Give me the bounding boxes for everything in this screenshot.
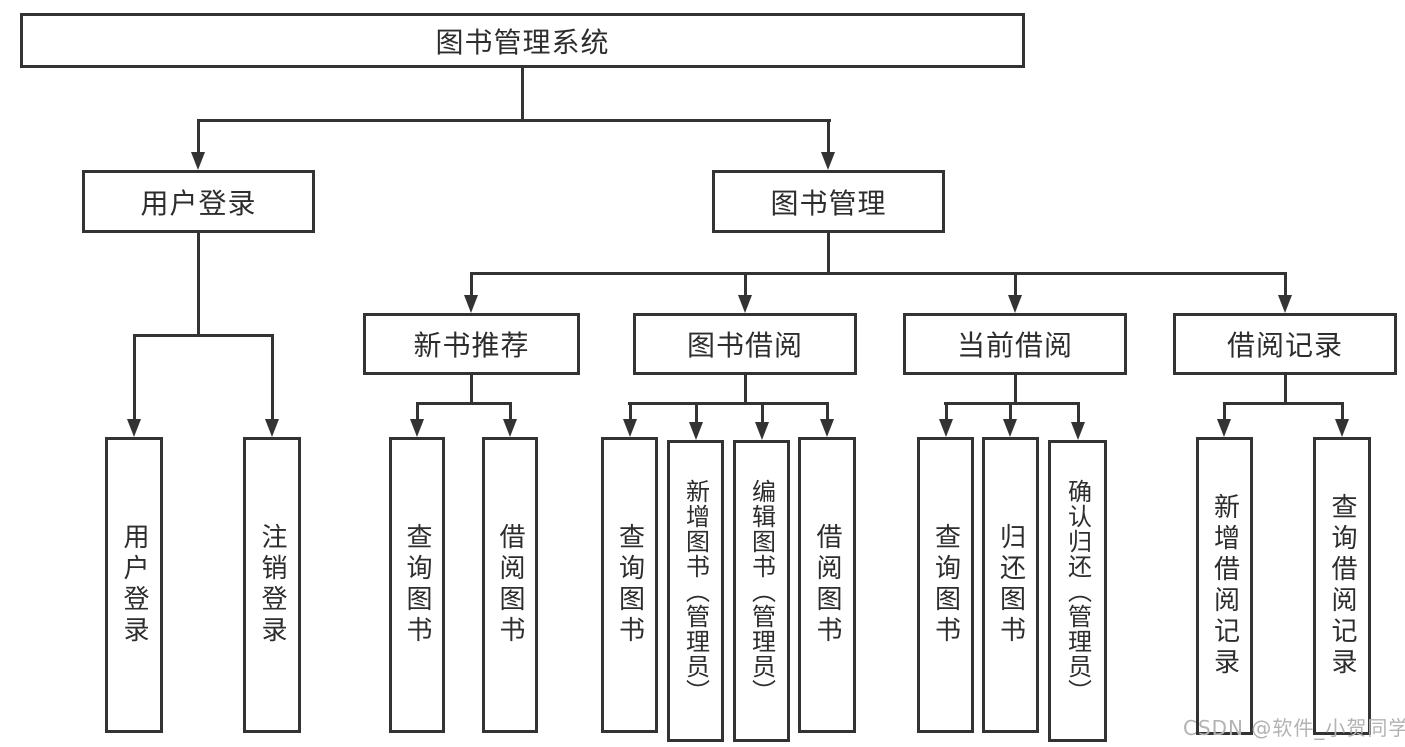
node-user-login: 用户登录	[82, 170, 315, 233]
leaf-add-books-admin: 新增图书（管理员）	[667, 440, 724, 742]
edge-line	[133, 334, 274, 337]
edge-line	[197, 119, 200, 154]
leaf-query-books-current: 查询图书	[917, 437, 974, 733]
edge-line	[1223, 402, 1226, 420]
edge-line	[470, 375, 473, 405]
edge-line	[271, 334, 274, 420]
arrowhead-down-icon	[821, 152, 835, 170]
leaf-borrow-books-recommend: 借阅图书	[482, 437, 538, 733]
edge-line	[1014, 375, 1017, 405]
edge-line	[133, 334, 136, 420]
edge-line	[628, 402, 829, 405]
edge-line	[695, 402, 698, 423]
arrowhead-down-icon	[265, 419, 279, 437]
arrowhead-down-icon	[755, 422, 769, 440]
arrowhead-down-icon	[410, 419, 424, 437]
arrowhead-down-icon	[127, 419, 141, 437]
edge-line	[826, 402, 829, 420]
node-root: 图书管理系统	[20, 13, 1025, 68]
leaf-query-borrow-record: 查询借阅记录	[1313, 437, 1371, 735]
arrowhead-down-icon	[1335, 419, 1349, 437]
edge-line	[1077, 402, 1080, 423]
edge-line	[744, 375, 747, 405]
leaf-confirm-return-admin: 确认归还（管理员）	[1048, 440, 1107, 742]
arrowhead-down-icon	[1071, 422, 1085, 440]
leaf-query-books-borrowing: 查询图书	[601, 437, 658, 733]
edge-line	[1341, 402, 1344, 420]
edge-line	[1009, 402, 1012, 420]
arrowhead-down-icon	[738, 295, 752, 313]
edge-line	[761, 402, 764, 423]
edge-line	[744, 272, 747, 296]
edge-line	[945, 402, 948, 420]
watermark: CSDN @软件_小贺同学	[1183, 716, 1405, 740]
arrowhead-down-icon	[1008, 295, 1022, 313]
edge-line	[470, 272, 473, 296]
edge-line	[827, 233, 830, 275]
edge-line	[1284, 375, 1287, 405]
arrowhead-down-icon	[689, 422, 703, 440]
edge-line	[470, 272, 1286, 275]
arrowhead-down-icon	[464, 295, 478, 313]
edge-line	[827, 119, 830, 154]
edge-line	[197, 119, 831, 122]
arrowhead-down-icon	[623, 419, 637, 437]
edge-line	[509, 402, 512, 420]
arrowhead-down-icon	[939, 419, 953, 437]
leaf-user-login: 用户登录	[105, 437, 163, 733]
node-book-management: 图书管理	[712, 170, 945, 233]
leaf-add-borrow-record: 新增借阅记录	[1196, 437, 1253, 735]
arrowhead-down-icon	[1217, 419, 1231, 437]
edge-line	[1223, 402, 1344, 405]
arrowhead-down-icon	[1278, 295, 1292, 313]
edge-line	[521, 68, 524, 120]
edge-line	[1284, 272, 1287, 296]
arrowhead-down-icon	[1003, 419, 1017, 437]
arrowhead-down-icon	[503, 419, 517, 437]
edge-line	[197, 233, 200, 337]
leaf-return-books: 归还图书	[982, 437, 1039, 733]
edge-line	[416, 402, 419, 420]
edge-line	[1014, 272, 1017, 296]
node-new-book-recommend: 新书推荐	[363, 313, 580, 375]
node-borrowing-records: 借阅记录	[1173, 313, 1397, 375]
edge-line	[416, 402, 512, 405]
node-book-borrowing: 图书借阅	[633, 313, 857, 375]
arrowhead-down-icon	[191, 152, 205, 170]
edge-line	[629, 402, 632, 420]
leaf-edit-books-admin: 编辑图书（管理员）	[733, 440, 790, 742]
leaf-query-books-recommend: 查询图书	[389, 437, 445, 733]
leaf-borrow-books-borrowing: 借阅图书	[798, 437, 856, 733]
leaf-logout: 注销登录	[243, 437, 301, 733]
arrowhead-down-icon	[820, 419, 834, 437]
node-current-borrowing: 当前借阅	[903, 313, 1127, 375]
